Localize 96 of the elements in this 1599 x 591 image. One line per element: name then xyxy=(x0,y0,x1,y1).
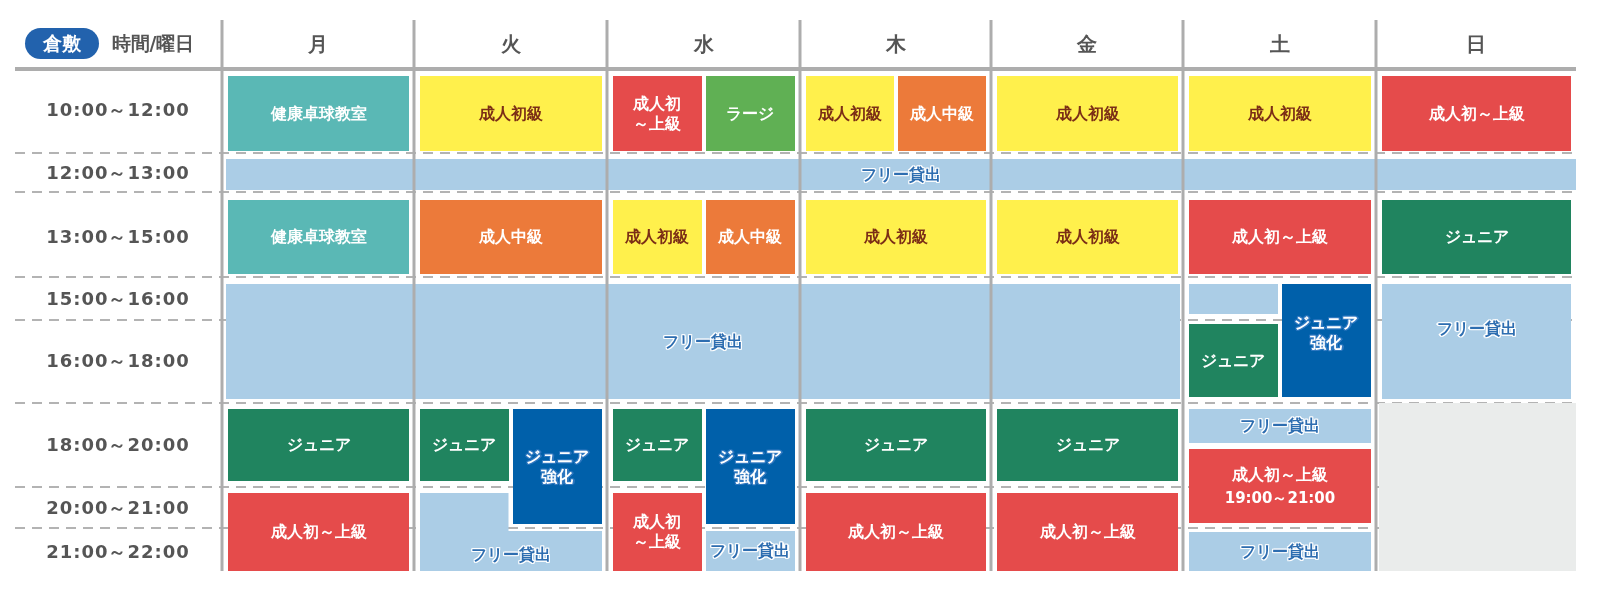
class-block xyxy=(806,409,986,481)
class-name: 成人初～上級 xyxy=(632,512,683,552)
class-block xyxy=(1382,76,1571,151)
free-rental-block xyxy=(226,284,1180,399)
time-slot-label: 18:00～20:00 xyxy=(46,433,190,457)
weekday-header: 金 xyxy=(1077,30,1097,58)
free-rental-block xyxy=(1382,284,1571,399)
class-name: 健康卓球教室 xyxy=(270,103,367,124)
class-block xyxy=(705,409,795,524)
class-name: ジュニア xyxy=(625,435,690,455)
class-name: ジュニア強化 xyxy=(717,446,784,487)
class-name: 成人初級 xyxy=(817,103,882,124)
class-block xyxy=(420,200,602,274)
class-name: ジュニア xyxy=(286,435,351,455)
class-name: 成人初～上級 xyxy=(270,522,367,542)
class-name: 成人初級 xyxy=(1055,227,1120,247)
class-name: 成人初～上級 xyxy=(632,93,683,134)
class-name: 成人初～上級 xyxy=(848,522,944,542)
empty-slot xyxy=(1379,403,1576,571)
class-name: フリー貸出 xyxy=(1436,318,1517,339)
free-rental-block xyxy=(705,531,795,571)
class-name: 成人初級 xyxy=(479,103,543,124)
class-block xyxy=(1189,200,1371,274)
class-name: 成人初級 xyxy=(864,227,928,247)
weekday-header: 火 xyxy=(500,30,521,58)
free-rental-block xyxy=(1189,284,1278,314)
class-name: フリー貸出 xyxy=(1240,416,1320,436)
time-range: 19:00～21:00 xyxy=(1224,488,1336,508)
class-block xyxy=(228,200,409,274)
class-block xyxy=(705,200,795,274)
class-name: ジュニア xyxy=(864,435,928,455)
class-block xyxy=(997,76,1178,151)
time-slot-label: 10:00～12:00 xyxy=(46,98,190,122)
free-rental-block xyxy=(1189,532,1371,571)
class-block xyxy=(228,76,409,151)
weekday-header: 日 xyxy=(1466,30,1486,58)
class-block xyxy=(1189,324,1278,397)
class-name: 健康卓球教室 xyxy=(270,227,367,247)
weekday-header: 水 xyxy=(693,30,714,58)
class-name: 成人初級 xyxy=(1248,103,1312,124)
class-block xyxy=(705,76,795,151)
weekday-header: 土 xyxy=(1269,30,1290,58)
class-name: 成人中級 xyxy=(479,227,543,247)
time-slot-label: 15:00～16:00 xyxy=(46,287,190,311)
class-block xyxy=(806,200,986,274)
class-block xyxy=(420,76,602,151)
class-name: フリー貸出 xyxy=(861,164,941,185)
location-badge xyxy=(25,28,99,59)
class-name: フリー貸出 xyxy=(471,545,551,565)
class-block xyxy=(897,76,986,151)
class-name: フリー貸出 xyxy=(1240,541,1320,562)
time-slot-label: 16:00～18:00 xyxy=(46,349,190,373)
time-slot-label: 20:00～21:00 xyxy=(46,496,190,520)
class-block xyxy=(512,409,602,524)
class-block xyxy=(1189,76,1371,151)
class-name: 成人中級 xyxy=(909,103,974,124)
class-block xyxy=(806,493,986,571)
free-rental-block xyxy=(1189,409,1371,443)
class-block xyxy=(1189,449,1371,523)
class-block xyxy=(1281,284,1371,397)
class-name: フリー貸出 xyxy=(710,541,791,561)
free-rental-block xyxy=(226,159,1576,190)
class-block xyxy=(228,493,409,571)
class-block xyxy=(228,409,409,481)
class-name: ジュニア強化 xyxy=(524,446,591,487)
class-name: ラージ xyxy=(726,103,775,124)
class-block xyxy=(613,200,702,274)
header-label: 時間/曜日 xyxy=(111,31,195,56)
time-slot-label: 13:00～15:00 xyxy=(46,225,190,249)
class-block xyxy=(613,493,702,571)
class-name: 成人初～上級 xyxy=(1428,103,1525,124)
class-name: ジュニア強化 xyxy=(1293,312,1360,353)
class-name: 成人初～上級 xyxy=(1232,227,1328,247)
class-name: 成人初～上級 xyxy=(1039,522,1136,542)
weekday-header: 木 xyxy=(885,30,906,58)
class-name: 成人初級 xyxy=(1055,103,1120,124)
location-name: 倉敷 xyxy=(43,31,81,56)
class-block xyxy=(1382,200,1571,274)
class-name: 成人初～上級 xyxy=(1232,464,1328,485)
time-slot-label: 21:00～22:00 xyxy=(46,540,190,564)
class-block xyxy=(806,76,894,151)
class-block xyxy=(613,409,702,481)
class-block xyxy=(997,200,1178,274)
class-block xyxy=(613,76,702,151)
class-block xyxy=(997,493,1178,571)
class-name: フリー貸出 xyxy=(663,331,743,352)
class-name: ジュニア xyxy=(1444,227,1509,247)
class-name: ジュニア xyxy=(1201,350,1266,371)
time-slot-label: 12:00～13:00 xyxy=(46,161,190,185)
class-name: ジュニア xyxy=(432,435,497,455)
class-name: 成人中級 xyxy=(718,227,783,247)
class-name: 成人初級 xyxy=(625,227,690,247)
weekday-header: 月 xyxy=(308,30,328,58)
class-block xyxy=(997,409,1178,481)
class-name: ジュニア xyxy=(1055,435,1120,455)
class-block xyxy=(420,409,509,481)
